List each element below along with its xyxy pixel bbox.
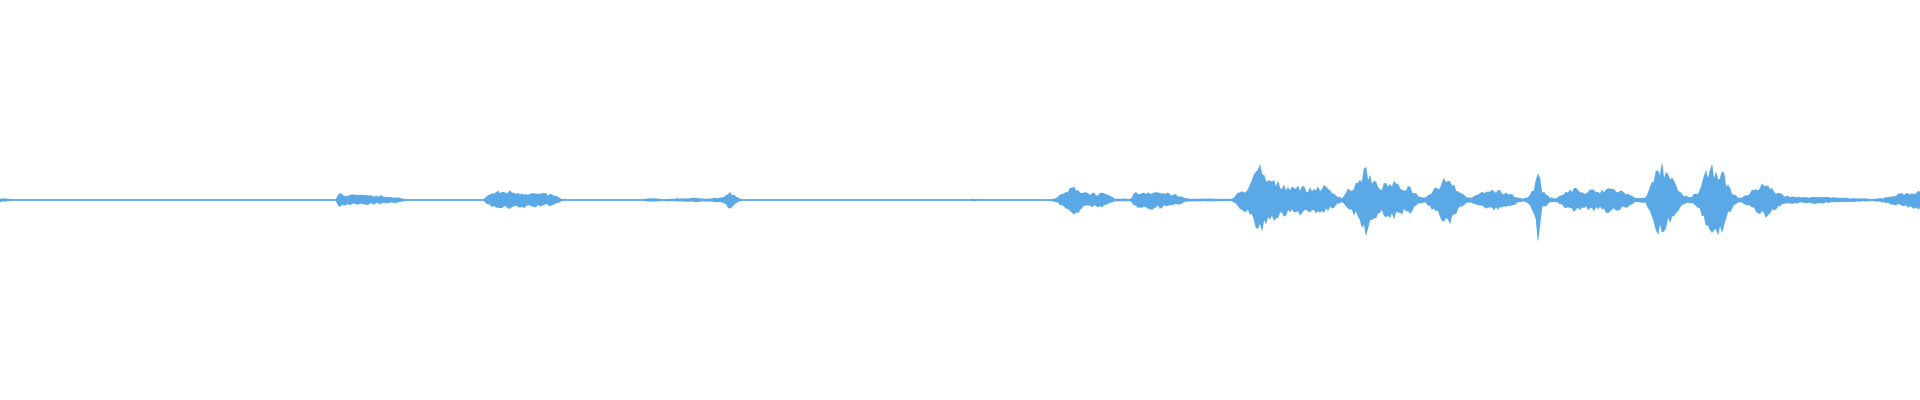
waveform-envelope [0,163,1920,241]
